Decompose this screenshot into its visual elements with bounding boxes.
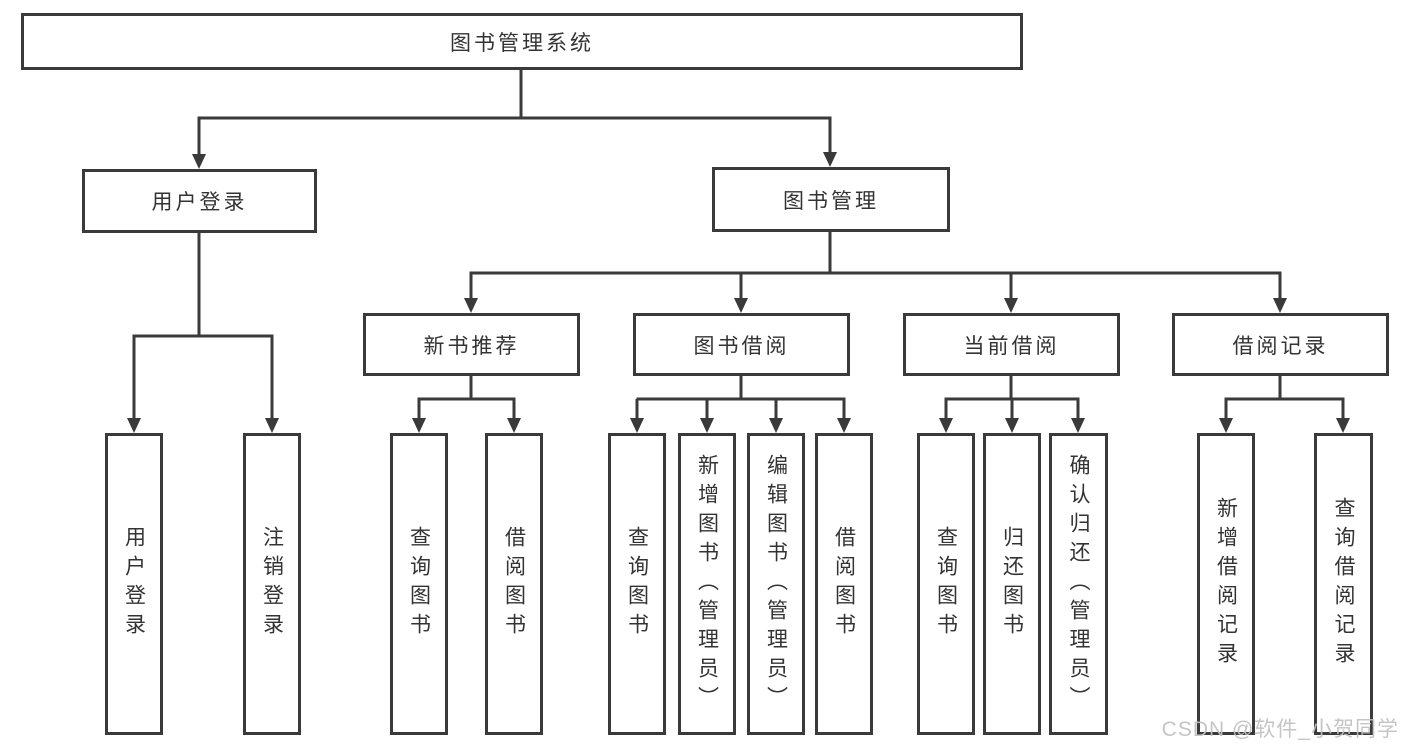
- leaf-borrowing-add-books-admin-label: 新增图书（管理员）: [695, 453, 719, 715]
- node-new-book-recommend: 新书推荐: [363, 313, 580, 376]
- node-book-borrowing-label: 图书借阅: [693, 334, 790, 358]
- leaf-records-query-record: 查询借阅记录: [1314, 433, 1373, 735]
- leaf-user-login-label: 用户登录: [122, 526, 146, 642]
- node-book-borrowing: 图书借阅: [633, 313, 850, 376]
- leaf-records-add-record-label: 新增借阅记录: [1214, 497, 1238, 671]
- leaf-current-return-books-label: 归还图书: [1000, 526, 1024, 642]
- leaf-borrowing-query-books: 查询图书: [608, 433, 666, 735]
- node-book-management-label: 图书管理: [783, 189, 879, 213]
- node-user-login: 用户登录: [82, 169, 317, 233]
- csdn-watermark: CSDN @软件_小贺同学: [1161, 718, 1399, 741]
- node-new-book-recommend-label: 新书推荐: [423, 334, 520, 358]
- leaf-logout-login-label: 注销登录: [260, 526, 284, 642]
- node-borrowing-records: 借阅记录: [1172, 313, 1389, 376]
- node-root-label: 图书管理系统: [450, 31, 594, 55]
- leaf-current-confirm-return-admin: 确认归还（管理员）: [1049, 433, 1108, 735]
- leaf-borrowing-add-books-admin: 新增图书（管理员）: [678, 433, 736, 735]
- node-current-borrowing: 当前借阅: [903, 313, 1120, 376]
- leaf-recommend-borrow-books: 借阅图书: [485, 433, 543, 735]
- leaf-borrowing-borrow-books-label: 借阅图书: [832, 526, 856, 642]
- leaf-borrowing-edit-books-admin-label: 编辑图书（管理员）: [764, 453, 788, 715]
- leaf-recommend-query-books: 查询图书: [390, 433, 448, 735]
- node-book-management: 图书管理: [712, 167, 950, 232]
- node-user-login-label: 用户登录: [151, 191, 248, 214]
- leaf-current-confirm-return-admin-label: 确认归还（管理员）: [1067, 453, 1090, 715]
- leaf-recommend-query-books-label: 查询图书: [407, 526, 431, 642]
- arrowhead-icons: [127, 152, 1350, 433]
- leaf-borrowing-edit-books-admin: 编辑图书（管理员）: [747, 433, 805, 735]
- leaf-current-return-books: 归还图书: [983, 433, 1041, 735]
- leaf-logout-login: 注销登录: [243, 433, 301, 735]
- node-root-system: 图书管理系统: [21, 13, 1023, 70]
- node-borrowing-records-label: 借阅记录: [1232, 334, 1329, 358]
- connector-lines: [132, 70, 1345, 420]
- leaf-records-add-record: 新增借阅记录: [1197, 433, 1255, 735]
- leaf-user-login: 用户登录: [105, 433, 163, 735]
- leaf-current-query-books: 查询图书: [917, 433, 975, 735]
- leaf-borrowing-query-books-label: 查询图书: [625, 526, 649, 642]
- node-current-borrowing-label: 当前借阅: [963, 334, 1060, 358]
- leaf-borrowing-borrow-books: 借阅图书: [815, 433, 873, 735]
- leaf-recommend-borrow-books-label: 借阅图书: [502, 526, 526, 642]
- leaf-records-query-record-label: 查询借阅记录: [1332, 497, 1355, 671]
- leaf-current-query-books-label: 查询图书: [934, 526, 958, 642]
